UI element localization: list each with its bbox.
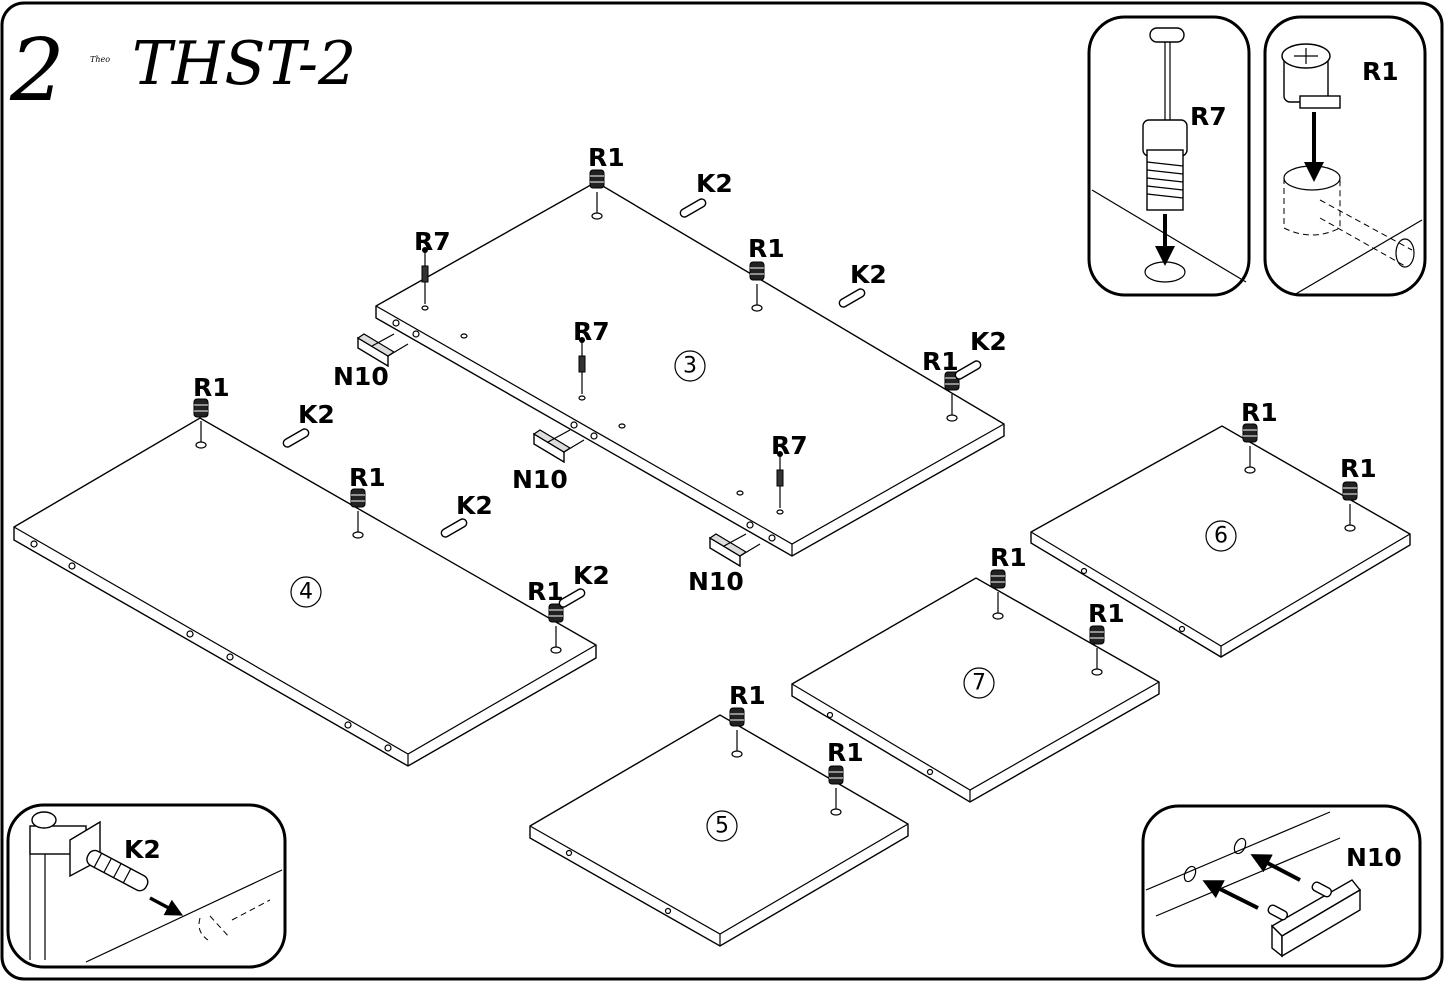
dowel-k2 — [440, 518, 468, 538]
connector-n10 — [356, 333, 409, 368]
label-k2: K2 — [456, 491, 493, 520]
inset-k2-label: K2 — [124, 835, 161, 864]
cam-lock-r1 — [548, 603, 564, 654]
panel-6-number: 6 — [1214, 524, 1228, 549]
panel-3-marker — [674, 350, 706, 382]
step-number: 2 — [9, 21, 65, 121]
label-k2: K2 — [573, 561, 610, 590]
label-r1: R1 — [527, 577, 564, 606]
connector-n10 — [708, 533, 761, 568]
panel-3-number: 3 — [683, 354, 697, 379]
label-r1: R1 — [1340, 454, 1377, 483]
panel-5-number: 5 — [715, 814, 729, 839]
dowel-k2 — [679, 198, 707, 218]
cam-lock-r1 — [589, 169, 605, 220]
r7-thread-icon — [1146, 161, 1184, 199]
left-arrow-icon — [1202, 880, 1259, 910]
label-n10: N10 — [512, 465, 568, 494]
panel-7-marker — [963, 667, 995, 699]
n10-bracket-icon — [1267, 879, 1362, 958]
label-r1: R1 — [827, 738, 864, 767]
label-r7: R7 — [573, 317, 610, 346]
connector-n10 — [532, 429, 585, 464]
panel-7: 7 — [791, 577, 1160, 803]
panel-4: 4 — [13, 417, 597, 767]
left-arrow-icon — [1250, 854, 1301, 882]
dowel-k2 — [954, 360, 982, 380]
panel-7-number: 7 — [972, 671, 986, 696]
dowel-k2 — [558, 588, 586, 608]
inset-r7: R7 — [1087, 15, 1251, 297]
label-r1: R1 — [588, 143, 625, 172]
inset-r1: R1 — [1263, 15, 1427, 297]
label-n10: N10 — [333, 362, 389, 391]
panel-4-marker — [290, 576, 322, 608]
inset-r1-label: R1 — [1362, 57, 1399, 86]
label-k2: K2 — [298, 400, 335, 429]
label-r1: R1 — [990, 543, 1027, 572]
model-title: THST-2 — [132, 29, 356, 99]
inset-r7-label: R7 — [1190, 102, 1227, 131]
cam-bolt-r7 — [421, 247, 429, 311]
label-r7: R7 — [414, 227, 451, 256]
cam-lock-r1 — [749, 261, 765, 312]
cam-lock-r1 — [729, 707, 745, 758]
cam-lock-r1 — [990, 569, 1006, 620]
label-k2: K2 — [970, 327, 1007, 356]
brand-mark: Theo — [90, 55, 110, 64]
cam-lock-r1 — [1342, 481, 1358, 532]
dowel-k2 — [282, 428, 310, 448]
label-r1: R1 — [748, 234, 785, 263]
cam-bolt-r7 — [578, 337, 586, 401]
cam-lock-r1 — [193, 398, 209, 449]
panel-5: 5 — [529, 714, 909, 947]
label-r1: R1 — [729, 681, 766, 710]
panel-6-marker — [1205, 520, 1237, 552]
inset-n10: N10 — [1141, 804, 1422, 968]
label-n10: N10 — [688, 567, 744, 596]
cam-bolt-r7 — [776, 451, 784, 515]
panel-6: 6 — [1030, 425, 1411, 658]
panel-4-number: 4 — [299, 580, 313, 605]
label-r7: R7 — [771, 431, 808, 460]
label-r1: R1 — [1241, 398, 1278, 427]
label-r1: R1 — [193, 373, 230, 402]
label-k2: K2 — [696, 169, 733, 198]
inset-k2: K2 — [6, 803, 287, 969]
panel-5-marker — [706, 810, 738, 842]
cam-lock-r1 — [828, 765, 844, 816]
inset-n10-label: N10 — [1346, 843, 1402, 872]
fittings-layer: R1R1R1K2K2K2R7R7R7N10N10N10R1R1R1K2K2K2R… — [193, 143, 1377, 816]
cam-lock-r1 — [350, 488, 366, 539]
cam-lock-r1 — [1089, 625, 1105, 676]
label-k2: K2 — [850, 260, 887, 289]
dowel-k2-icon — [86, 849, 149, 892]
label-r1: R1 — [922, 347, 959, 376]
label-r1: R1 — [349, 463, 386, 492]
right-arrow-icon — [149, 896, 184, 916]
dowel-k2 — [838, 288, 866, 308]
cam-lock-r1 — [1242, 423, 1258, 474]
label-r1: R1 — [1088, 599, 1125, 628]
